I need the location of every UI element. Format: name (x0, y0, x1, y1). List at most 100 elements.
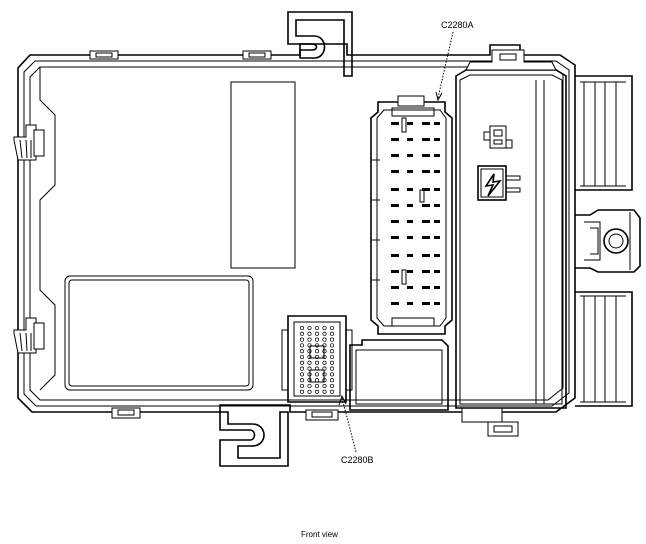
pin-cavity (299, 325, 305, 331)
pin-cavity (434, 154, 440, 157)
pin-cavity (391, 138, 399, 141)
top-clips (89, 50, 272, 60)
pin-cavity (322, 372, 327, 377)
pin-cavity (299, 343, 305, 348)
pin-cavity (434, 254, 440, 257)
pin-cavity (329, 354, 335, 360)
connector-c2280b-pins (299, 325, 335, 394)
pin-cavity (299, 337, 305, 342)
pin-cavity (407, 302, 413, 305)
pin-cavity (314, 366, 320, 371)
leader-lines (338, 31, 454, 453)
relay-block-square (349, 339, 449, 411)
pin-cavity (314, 372, 320, 377)
pin-cavity (422, 122, 430, 125)
label-c2280a: C2280A (441, 20, 474, 30)
pin-cavity (307, 337, 312, 342)
pin-cavity (307, 343, 312, 348)
pin-cavity (407, 286, 413, 289)
pin-cavity (407, 220, 413, 223)
pin-cavity (307, 349, 312, 354)
lightning-bolt-icon (477, 165, 521, 201)
relay-icon (483, 125, 513, 149)
pin-cavity (322, 378, 327, 383)
pin-cavity (422, 270, 430, 273)
pin-cavity (422, 220, 430, 223)
right-side-rails (575, 75, 633, 407)
pin-cavity (407, 188, 413, 191)
label-c2280b: C2280B (341, 455, 374, 465)
pin-cavity (329, 331, 335, 336)
top-mounting-bracket (287, 11, 353, 77)
pin-cavity (329, 343, 335, 348)
pin-cavity (391, 236, 399, 239)
pin-cavity (407, 270, 413, 273)
pin-cavity (391, 270, 399, 273)
pin-cavity (314, 383, 320, 389)
pin-cavity (391, 254, 399, 257)
pin-cavity (329, 366, 335, 371)
pin-cavity (314, 349, 320, 354)
pin-cavity (422, 170, 430, 173)
pin-cavity (322, 360, 327, 365)
pin-cavity (307, 389, 312, 394)
pin-cavity (307, 354, 312, 360)
bottom-mounting-bracket (219, 411, 289, 467)
pin-cavity (434, 286, 440, 289)
pin-cavity (407, 138, 413, 141)
pin-cavity (434, 270, 440, 273)
pin-cavity (391, 204, 399, 207)
pin-cavity (422, 188, 430, 191)
pin-cavity (329, 383, 335, 389)
pin-cavity (422, 286, 430, 289)
pin-cavity (322, 354, 327, 360)
pin-cavity (329, 389, 335, 394)
pin-cavity (299, 360, 305, 365)
pin-lock-tab (401, 117, 407, 133)
fuse-relay-cover (455, 49, 567, 409)
pin-cavity (322, 337, 327, 342)
pin-cavity (391, 220, 399, 223)
face-panels (64, 81, 296, 391)
pin-lock-tab (419, 189, 425, 203)
pin-cavity (314, 331, 320, 336)
pin-cavity (391, 170, 399, 173)
pin-cavity (314, 360, 320, 365)
pin-cavity (299, 383, 305, 389)
pin-cavity (391, 188, 399, 191)
pin-cavity (407, 204, 413, 207)
pin-cavity (314, 354, 320, 360)
pin-cavity (434, 220, 440, 223)
pin-cavity (422, 138, 430, 141)
connector-c2280b (281, 315, 353, 403)
right-latch (575, 209, 641, 273)
pin-cavity (422, 236, 430, 239)
pin-cavity (434, 138, 440, 141)
pin-cavity (422, 302, 430, 305)
pin-cavity (391, 286, 399, 289)
pin-cavity (299, 349, 305, 354)
pin-cavity (299, 372, 305, 377)
pin-cavity (322, 366, 327, 371)
connector-c2280a-pins (391, 117, 440, 305)
pin-cavity (307, 383, 312, 389)
pin-cavity (314, 389, 320, 394)
connector-c2280a (370, 95, 453, 335)
pin-cavity (434, 188, 440, 191)
caption-front-view: Front view (301, 530, 338, 539)
pin-cavity (322, 349, 327, 354)
pin-cavity (307, 366, 312, 371)
pin-cavity (407, 254, 413, 257)
pin-cavity (314, 337, 320, 342)
pin-cavity (434, 122, 440, 125)
pin-cavity (329, 325, 335, 331)
pin-cavity (434, 204, 440, 207)
pin-cavity (299, 366, 305, 371)
pin-cavity (329, 360, 335, 365)
pin-cavity (329, 349, 335, 354)
pin-cavity (307, 360, 312, 365)
pin-cavity (307, 372, 312, 377)
pin-cavity (391, 302, 399, 305)
pin-cavity (307, 378, 312, 383)
pin-cavity (329, 337, 335, 342)
